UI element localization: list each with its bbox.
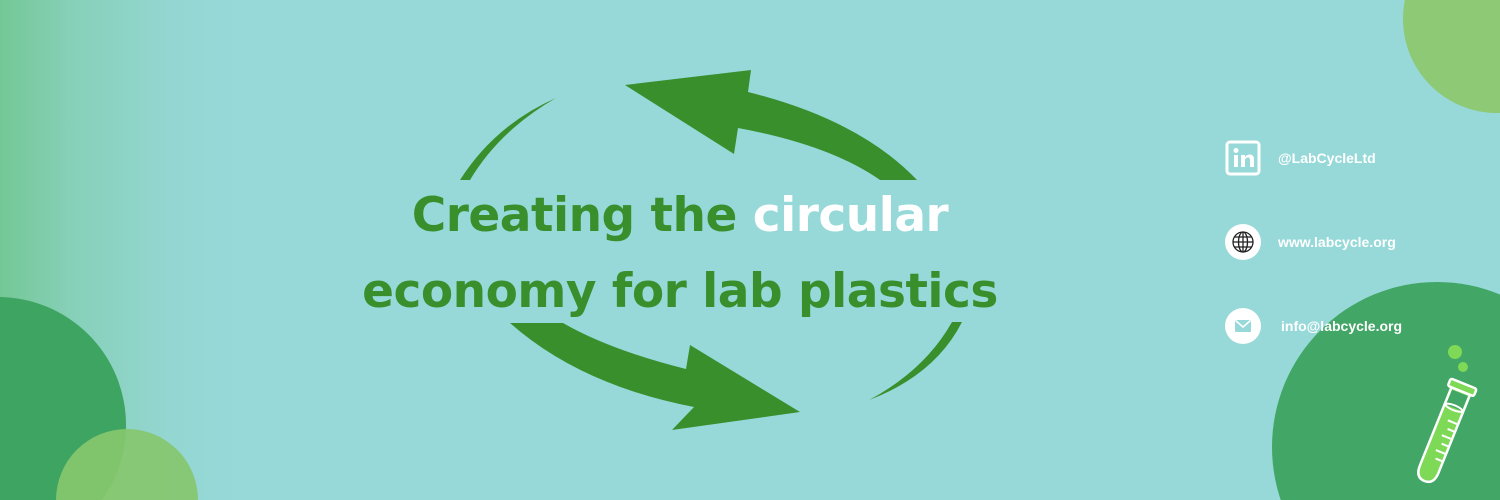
globe-icon: [1225, 224, 1261, 260]
headline-highlight: circular: [752, 188, 949, 243]
linkedin-handle: @LabCycleLtd: [1278, 150, 1376, 166]
contact-linkedin[interactable]: @LabCycleLtd: [1225, 140, 1376, 176]
email-address: info@labcycle.org: [1281, 318, 1403, 334]
test-tube-icon: [1417, 345, 1478, 484]
headline: Creating the circular economy for lab pl…: [330, 178, 1030, 330]
headline-line-1: Creating the circular: [330, 178, 1030, 254]
contact-website[interactable]: www.labcycle.org: [1225, 224, 1396, 260]
linkedin-icon: [1225, 140, 1261, 176]
headline-prefix: Creating the: [411, 188, 738, 243]
headline-line-2: economy for lab plastics: [362, 264, 998, 319]
mail-icon: [1225, 308, 1261, 344]
contact-email[interactable]: info@labcycle.org: [1225, 308, 1402, 344]
website-link: www.labcycle.org: [1278, 234, 1396, 250]
